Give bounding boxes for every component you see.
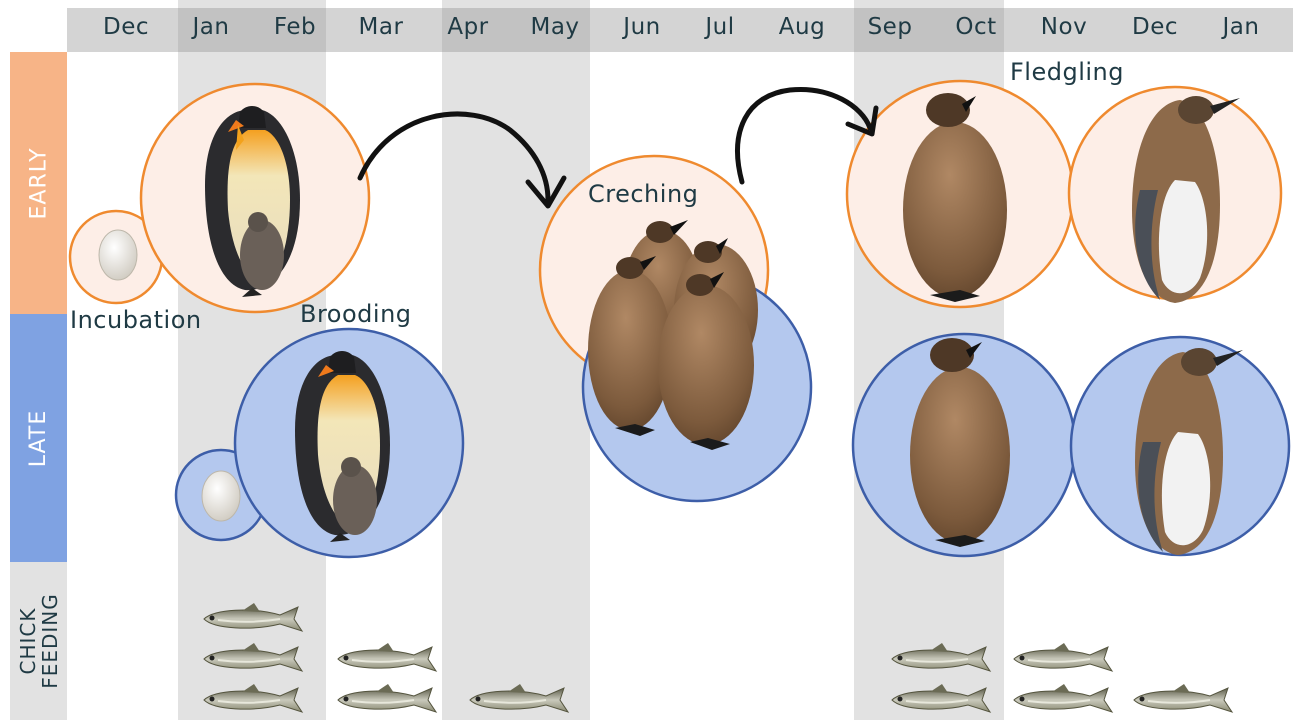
- late-fledgling-downy: [853, 334, 1075, 556]
- fish-icon: [1014, 684, 1112, 712]
- stage-label-incubation: Incubation: [70, 306, 202, 334]
- late-fledgling-molting: [1071, 337, 1289, 555]
- fish-icon: [204, 684, 302, 712]
- fish-icon: [470, 684, 568, 712]
- fish-icon: [204, 603, 302, 631]
- egg-icon: [99, 230, 137, 280]
- stage-label-creching: Creching: [588, 180, 698, 208]
- fish-icon: [1134, 684, 1232, 712]
- fish-icon: [892, 643, 990, 671]
- stage-label-fledgling: Fledgling: [1010, 58, 1124, 86]
- late-brooding-adult: [235, 329, 463, 557]
- fish-icon: [1014, 643, 1112, 671]
- early-fledgling-downy: [847, 81, 1073, 307]
- early-brooding-adult: [141, 84, 369, 312]
- stage-label-brooding: Brooding: [300, 300, 412, 328]
- chick-feeding-fish: [204, 603, 1232, 712]
- fish-icon: [892, 684, 990, 712]
- fish-icon: [204, 643, 302, 671]
- early-fledgling-molting: [1069, 87, 1281, 303]
- fish-icon: [338, 643, 436, 671]
- egg-icon: [202, 471, 240, 521]
- fish-icon: [338, 684, 436, 712]
- curved-arrow-icon: [360, 114, 548, 200]
